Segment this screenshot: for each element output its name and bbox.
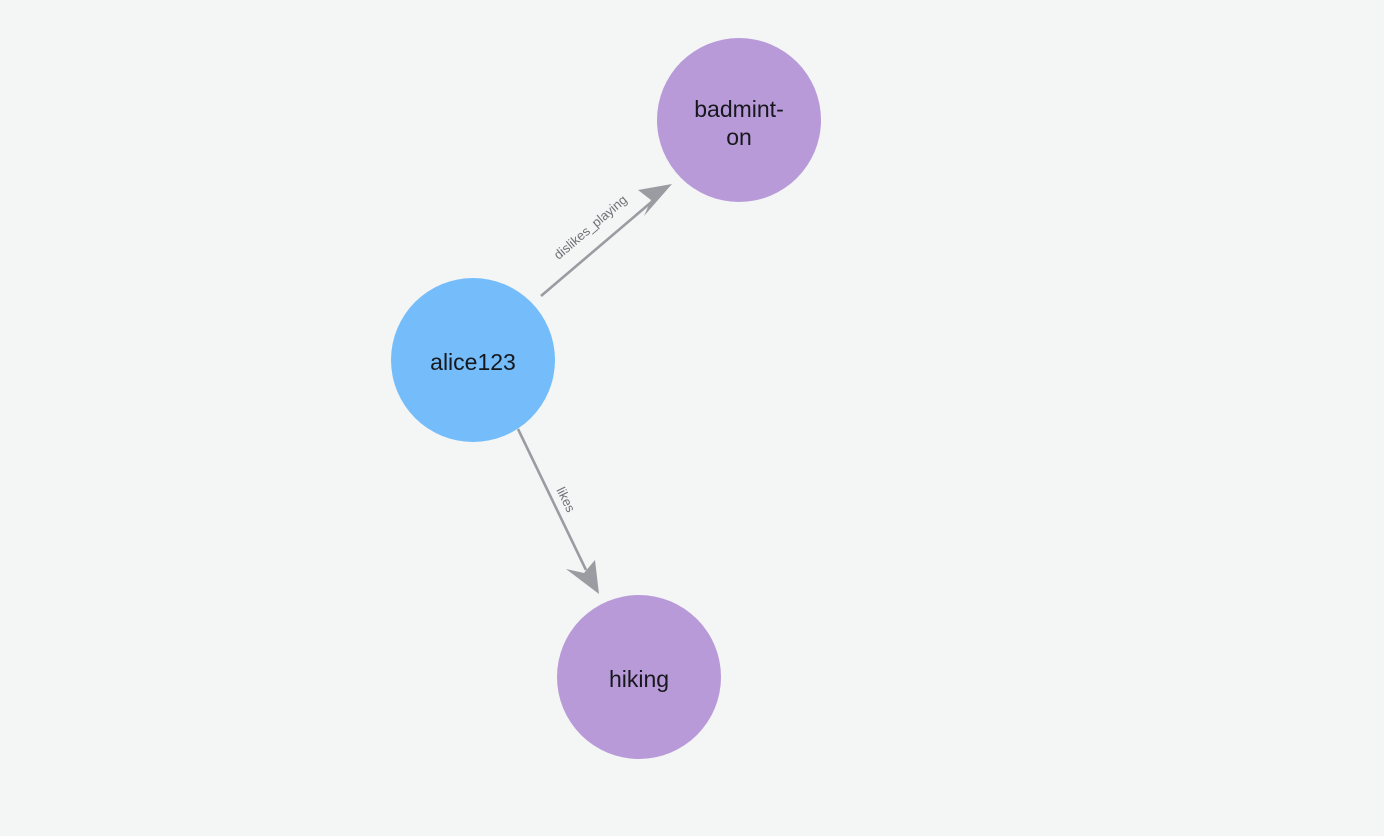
node-circle-hiking[interactable] (557, 595, 721, 759)
node-hiking[interactable]: hiking (557, 595, 721, 759)
edge-dislikes-playing[interactable]: dislikes_playing (540, 184, 672, 297)
node-circle-badminton[interactable] (657, 38, 821, 202)
edge-arrowhead-dislikes-playing (638, 184, 672, 216)
edge-line-dislikes-playing (540, 198, 656, 297)
edge-line-likes (516, 428, 588, 571)
edge-likes[interactable]: likes (516, 428, 599, 594)
edge-arrowhead-likes (566, 560, 599, 594)
edge-label-dislikes-playing: dislikes_playing (551, 192, 630, 262)
node-circle-alice123[interactable] (391, 278, 555, 442)
nodes-layer: badmint- on alice123 hiking (391, 38, 821, 759)
node-badminton[interactable]: badmint- on (657, 38, 821, 202)
node-alice123[interactable]: alice123 (391, 278, 555, 442)
